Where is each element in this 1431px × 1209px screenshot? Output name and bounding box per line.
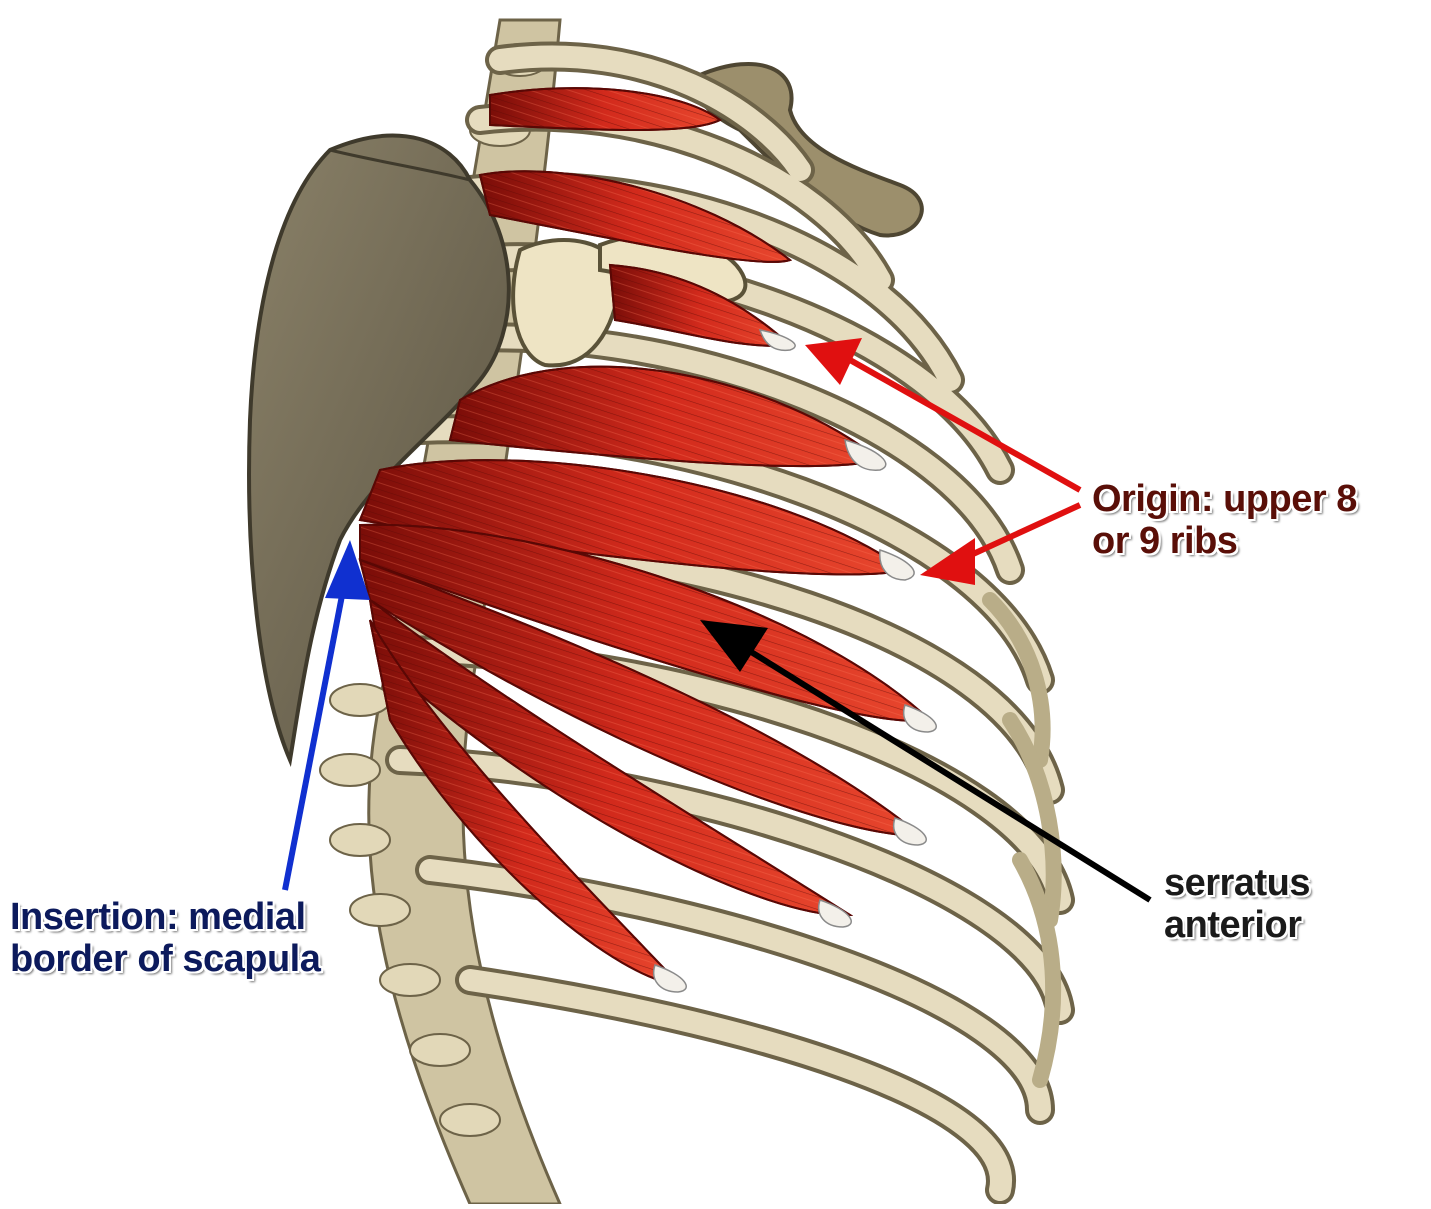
insertion-label-line1: Insertion: medial: [10, 896, 320, 938]
serratus-label-line2: anterior: [1164, 904, 1310, 946]
origin-label-line1: Origin: upper 8: [1092, 478, 1357, 520]
origin-label-line2: or 9 ribs: [1092, 520, 1357, 562]
insertion-label-line2: border of scapula: [10, 938, 320, 980]
insertion-label: Insertion: medial border of scapula: [10, 896, 320, 980]
serratus-label-line1: serratus: [1164, 862, 1310, 904]
serratus-anterior-label: serratus anterior: [1164, 862, 1310, 946]
origin-label: Origin: upper 8 or 9 ribs: [1092, 478, 1357, 562]
